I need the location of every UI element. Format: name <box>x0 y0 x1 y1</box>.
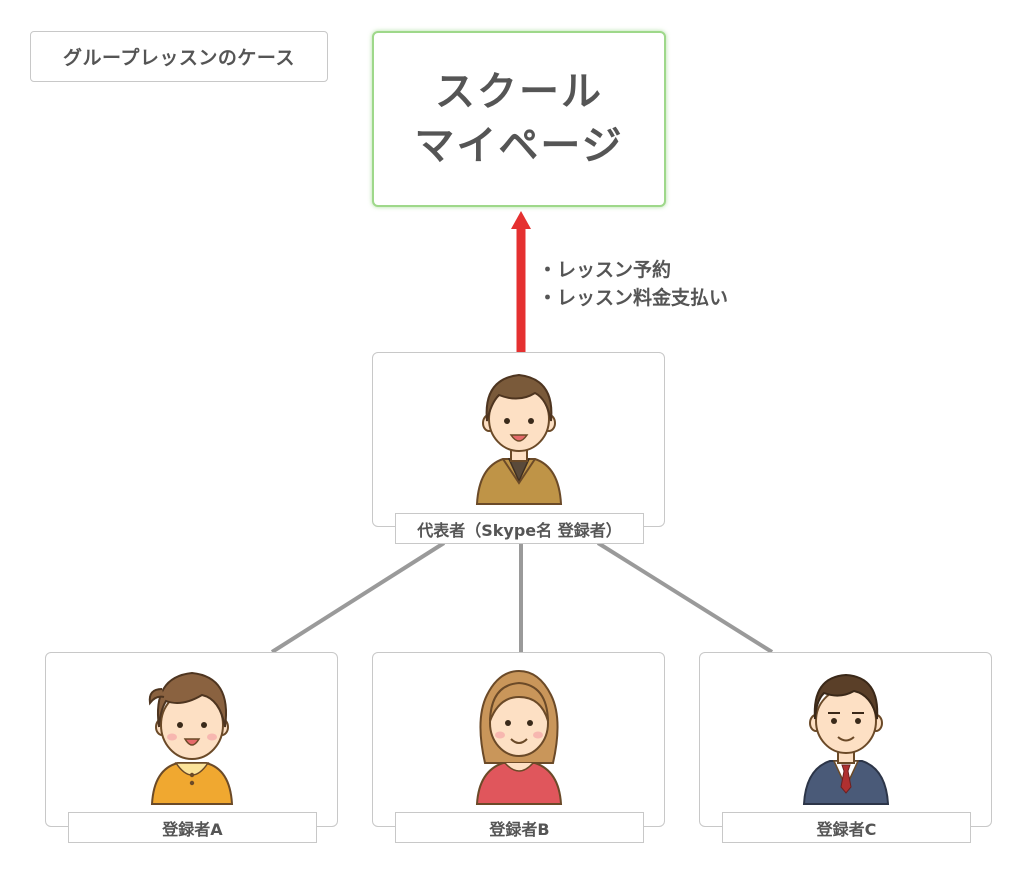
action-item: ・レッスン予約 <box>538 259 672 281</box>
case-label: グループレッスンのケース <box>30 31 328 82</box>
arrow-head <box>511 211 531 229</box>
businessman-avatar-icon <box>802 673 889 805</box>
action-item: ・レッスン料金支払い <box>538 287 729 309</box>
school-title-line2: マイページ <box>414 123 624 169</box>
school-mypage-box: スクール マイページ <box>372 31 666 207</box>
representative-avatar-icon <box>475 373 562 505</box>
representative-card: 代表者（Skype名 登録者） <box>372 352 665 544</box>
connector-to-member-a <box>270 541 446 654</box>
member-b-card: 登録者B <box>372 652 665 843</box>
member-a-label: 登録者A <box>68 812 317 843</box>
member-b-label: 登録者B <box>395 812 644 843</box>
member-c-label: 登録者C <box>722 812 971 843</box>
representative-label: 代表者（Skype名 登録者） <box>395 513 644 544</box>
member-c-card: 登録者C <box>699 652 992 843</box>
woman-avatar-icon <box>475 669 562 805</box>
school-title-line1: スクール <box>435 69 603 115</box>
member-a-card: 登録者A <box>45 652 338 843</box>
connector-to-member-c <box>596 541 774 654</box>
child-avatar-icon <box>148 671 233 805</box>
action-list: ・レッスン予約 ・レッスン料金支払い <box>538 256 728 312</box>
